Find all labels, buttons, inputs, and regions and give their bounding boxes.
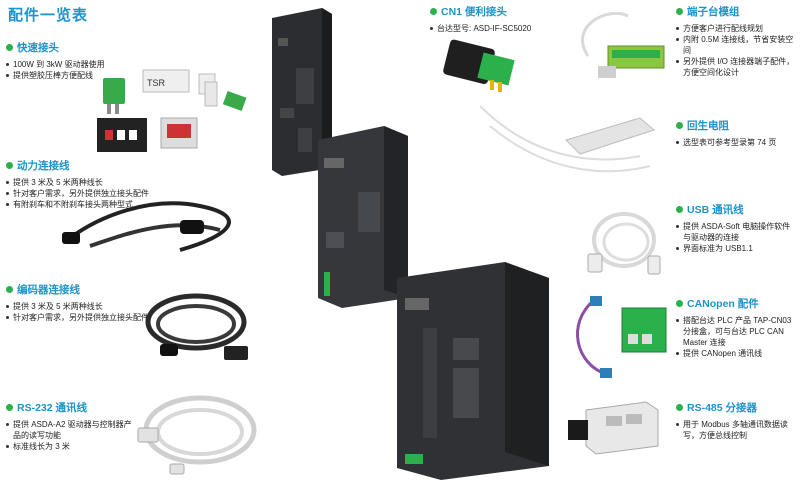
section-title: 动力连接线 [6, 158, 176, 173]
bullet-item: 提供 3 米及 5 米两种线长 [6, 301, 176, 312]
bullet-item: 提供 ASDA-Soft 电脑操作软件与驱动器的连接 [676, 221, 798, 243]
canopen-accessory-image [566, 294, 670, 384]
bullet-item: 提供 3 米及 5 米两种线长 [6, 177, 176, 188]
section-title: CN1 便利接头 [430, 4, 570, 19]
section-title: 端子台模组 [676, 4, 798, 19]
bullet-item: 提供 CANopen 通讯线 [676, 348, 798, 359]
bullet-dot-icon [6, 286, 13, 293]
cn1-connector-image [440, 36, 520, 96]
section-canopen: CANopen 配件 搭配台达 PLC 产品 TAP-CN03 分接盒，可与台达… [676, 296, 798, 359]
section-title: 快速接头 [6, 40, 156, 55]
bullet-item: 针对客户需求，另外提供独立接头配件 [6, 188, 176, 199]
bullet-dot-icon [676, 122, 683, 129]
servo-drive-small-image [262, 8, 342, 176]
section-regen-resistor: 回生电阻 选型表可参考型录第 74 页 [676, 118, 798, 148]
power-cable-image [60, 186, 240, 266]
bullet-dot-icon [6, 404, 13, 411]
page-title: 配件一览表 [8, 7, 89, 24]
encoder-cable-image [140, 286, 260, 372]
section-title: RS-232 通讯线 [6, 400, 136, 415]
section-power-cable: 动力连接线 提供 3 米及 5 米两种线长 针对客户需求，另外提供独立接头配件 … [6, 158, 176, 210]
bullet-item: 提供塑胶压棒方便配线 [6, 70, 156, 81]
bullet-item: 选型表可参考型录第 74 页 [676, 137, 798, 148]
usb-cable-image [584, 200, 668, 286]
bullet-item: 用于 Modbus 多轴通讯数据读写，方便总线控制 [676, 419, 798, 441]
servo-drive-medium-image [312, 122, 412, 308]
bullet-item: 内附 0.5M 连接线，节省安装空间 [676, 34, 798, 56]
quick-connector-image: TSR [95, 60, 265, 160]
section-quick-connector: 快速接头 100W 到 3kW 驱动器使用 提供塑胶压棒方便配线 [6, 40, 156, 81]
rs485-splitter-image [566, 396, 666, 462]
section-terminal-module: 端子台模组 方便客户进行配线规划 内附 0.5M 连接线，节省安装空间 另外提供… [676, 4, 798, 78]
bullet-dot-icon [676, 404, 683, 411]
section-rs232: RS-232 通讯线 提供 ASDA-A2 驱动器与控制器产品的读写功能 标准线… [6, 400, 136, 452]
svg-text:TSR: TSR [147, 78, 166, 88]
bullet-dot-icon [430, 8, 437, 15]
bullet-item: 搭配台达 PLC 产品 TAP-CN03 分接盒，可与台达 PLC CAN Ma… [676, 315, 798, 348]
bullet-item: 针对客户需求，另外提供独立接头配件 [6, 312, 176, 323]
bullet-item: 标准线长为 3 米 [6, 441, 136, 452]
bullet-dot-icon [676, 8, 683, 15]
regen-resistor-image [470, 96, 660, 186]
section-title: 回生电阻 [676, 118, 798, 133]
section-title: RS-485 分接器 [676, 400, 798, 415]
section-title: USB 通讯线 [676, 202, 798, 217]
bullet-item: 界面标准为 USB1.1 [676, 243, 798, 254]
bullet-item: 台达型号: ASD-IF-SC5020 [430, 23, 570, 34]
section-usb: USB 通讯线 提供 ASDA-Soft 电脑操作软件与驱动器的连接 界面标准为… [676, 202, 798, 254]
bullet-item: 提供 ASDA-A2 驱动器与控制器产品的读写功能 [6, 419, 136, 441]
terminal-module-image [568, 6, 668, 86]
section-title: CANopen 配件 [676, 296, 798, 311]
bullet-item: 方便客户进行配线规划 [676, 23, 798, 34]
bullet-item: 有附刹车和不附刹车接头两种型式 [6, 199, 176, 210]
bullet-dot-icon [676, 206, 683, 213]
section-title: 编码器连接线 [6, 282, 176, 297]
bullet-item: 另外提供 I/O 连接器端子配件，方便空间化设计 [676, 56, 798, 78]
section-cn1: CN1 便利接头 台达型号: ASD-IF-SC5020 [430, 4, 570, 34]
section-rs485: RS-485 分接器 用于 Modbus 多轴通讯数据读写，方便总线控制 [676, 400, 798, 441]
bullet-dot-icon [6, 162, 13, 169]
rs232-cable-image [130, 384, 260, 484]
servo-drive-large-image [393, 258, 553, 480]
bullet-item: 100W 到 3kW 驱动器使用 [6, 59, 156, 70]
bullet-dot-icon [676, 300, 683, 307]
bullet-dot-icon [6, 44, 13, 51]
section-encoder-cable: 编码器连接线 提供 3 米及 5 米两种线长 针对客户需求，另外提供独立接头配件 [6, 282, 176, 323]
